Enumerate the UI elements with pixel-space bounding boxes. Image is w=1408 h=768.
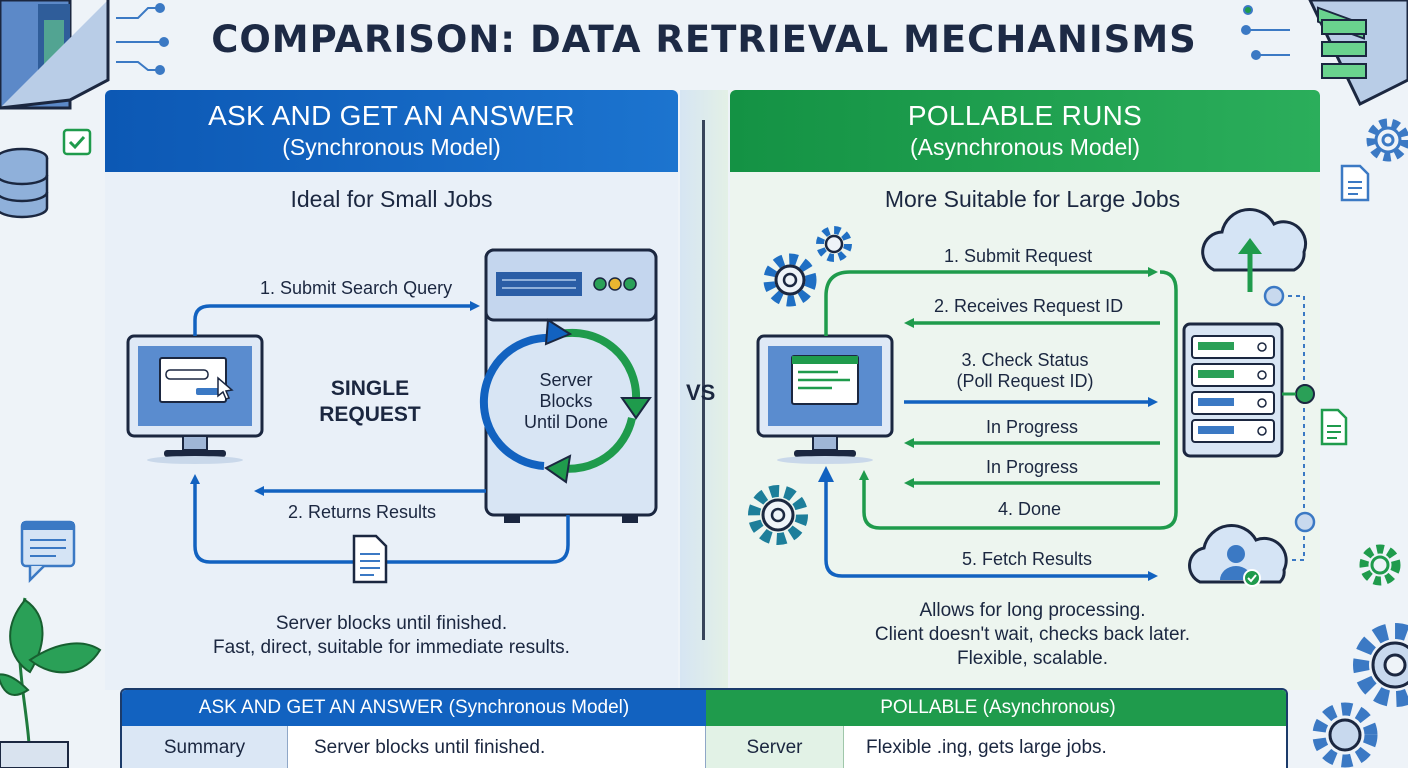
gear-icon (1353, 623, 1408, 707)
sync-header-subtitle: (Synchronous Model) (282, 134, 501, 160)
versus-label: VS (686, 380, 716, 405)
gear-icon (1312, 702, 1378, 768)
center-divider-line (702, 120, 705, 640)
plant-icon (0, 597, 102, 768)
cycle-arrowhead-icon (620, 397, 652, 420)
server-blocks-label: Server Blocks Until Done (523, 370, 609, 432)
async-header-subtitle: (Asynchronous Model) (909, 134, 1141, 160)
sync-subtitle: Ideal for Small Jobs (290, 186, 493, 212)
cycle-arrowhead-icon (544, 318, 573, 346)
table-header-sync: ASK AND GET AN ANSWER (Synchronous Model… (122, 690, 706, 726)
connector-node-icon (1294, 511, 1316, 533)
gear-icon (1366, 118, 1408, 162)
connector-dots-decor (1288, 295, 1305, 561)
circuit-lines-decor (116, 3, 1290, 75)
table-cell-sync-key: Summary (122, 726, 288, 768)
document-icon (1340, 164, 1370, 202)
submit-query-arrow (193, 301, 480, 336)
sync-description: Server blocks until finished. Fast, dire… (213, 613, 570, 658)
async-step3-label: 3. Check Status (Poll Request ID) (956, 350, 1094, 391)
document-icon (1320, 408, 1348, 446)
async-step5-label: 5. Fetch Results (962, 549, 1093, 569)
submit-request-arrow (824, 267, 1158, 336)
server-rack-decor-top-left-icon (0, 0, 110, 110)
cycle-arrowhead-icon (544, 454, 572, 484)
client-computer-icon (126, 334, 264, 464)
async-step2-label: 2. Receives Request ID (934, 296, 1124, 316)
page-title: COMPARISON: DATA RETRIEVAL MECHANISMS (211, 18, 1197, 61)
table-cell-async-key: Server (706, 726, 844, 768)
server-rack-decor-top-right-icon (1308, 0, 1408, 107)
in-progress-label-2: In Progress (986, 457, 1079, 477)
client-computer-icon (756, 334, 894, 464)
sync-step2-label: 2. Returns Results (288, 502, 437, 522)
fetch-start-arrowhead-icon (818, 466, 834, 482)
async-model-header: POLLABLE RUNS (Asynchronous Model) (730, 90, 1320, 172)
connector-node-icon (1263, 285, 1285, 307)
gear-icon (1359, 544, 1401, 586)
async-step1-label: 1. Submit Request (944, 246, 1093, 266)
done-loop-arrow (859, 270, 1178, 530)
gear-icon (763, 253, 817, 307)
gear-icon (816, 226, 852, 262)
connector-node-icon (1295, 384, 1315, 404)
database-icon (0, 147, 49, 219)
checkmark-badge-icon (62, 128, 92, 156)
chat-bubble-icon (20, 520, 76, 584)
processing-cycle-icon (479, 328, 641, 473)
async-header-title: POLLABLE RUNS (907, 100, 1143, 131)
result-document-icon (352, 534, 388, 584)
sync-model-header: ASK AND GET AN ANSWER (Synchronous Model… (105, 90, 678, 172)
async-description: Allows for long processing. Client doesn… (874, 600, 1191, 669)
gear-icon (748, 485, 808, 545)
table-header-async: POLLABLE (Asynchronous) (706, 690, 1286, 726)
comparison-table: ASK AND GET AN ANSWER (Synchronous Model… (120, 688, 1288, 768)
table-cell-sync-value: Server blocks until finished. (288, 726, 706, 768)
in-progress-label-1: In Progress (986, 417, 1079, 437)
fetch-results-arrow (824, 478, 1158, 581)
server-rack-icon (1182, 322, 1284, 458)
async-step4-label: 4. Done (998, 499, 1062, 519)
cloud-upload-icon (1201, 207, 1308, 292)
sync-step1-label: 1. Submit Search Query (260, 278, 453, 298)
cloud-user-icon (1188, 523, 1288, 587)
sync-header-title: ASK AND GET AN ANSWER (208, 100, 575, 131)
single-request-label: SINGLE REQUEST (319, 377, 421, 426)
table-cell-async-value: Flexible .ing, gets large jobs. (844, 726, 1286, 768)
async-subtitle: More Suitable for Large Jobs (884, 186, 1181, 212)
